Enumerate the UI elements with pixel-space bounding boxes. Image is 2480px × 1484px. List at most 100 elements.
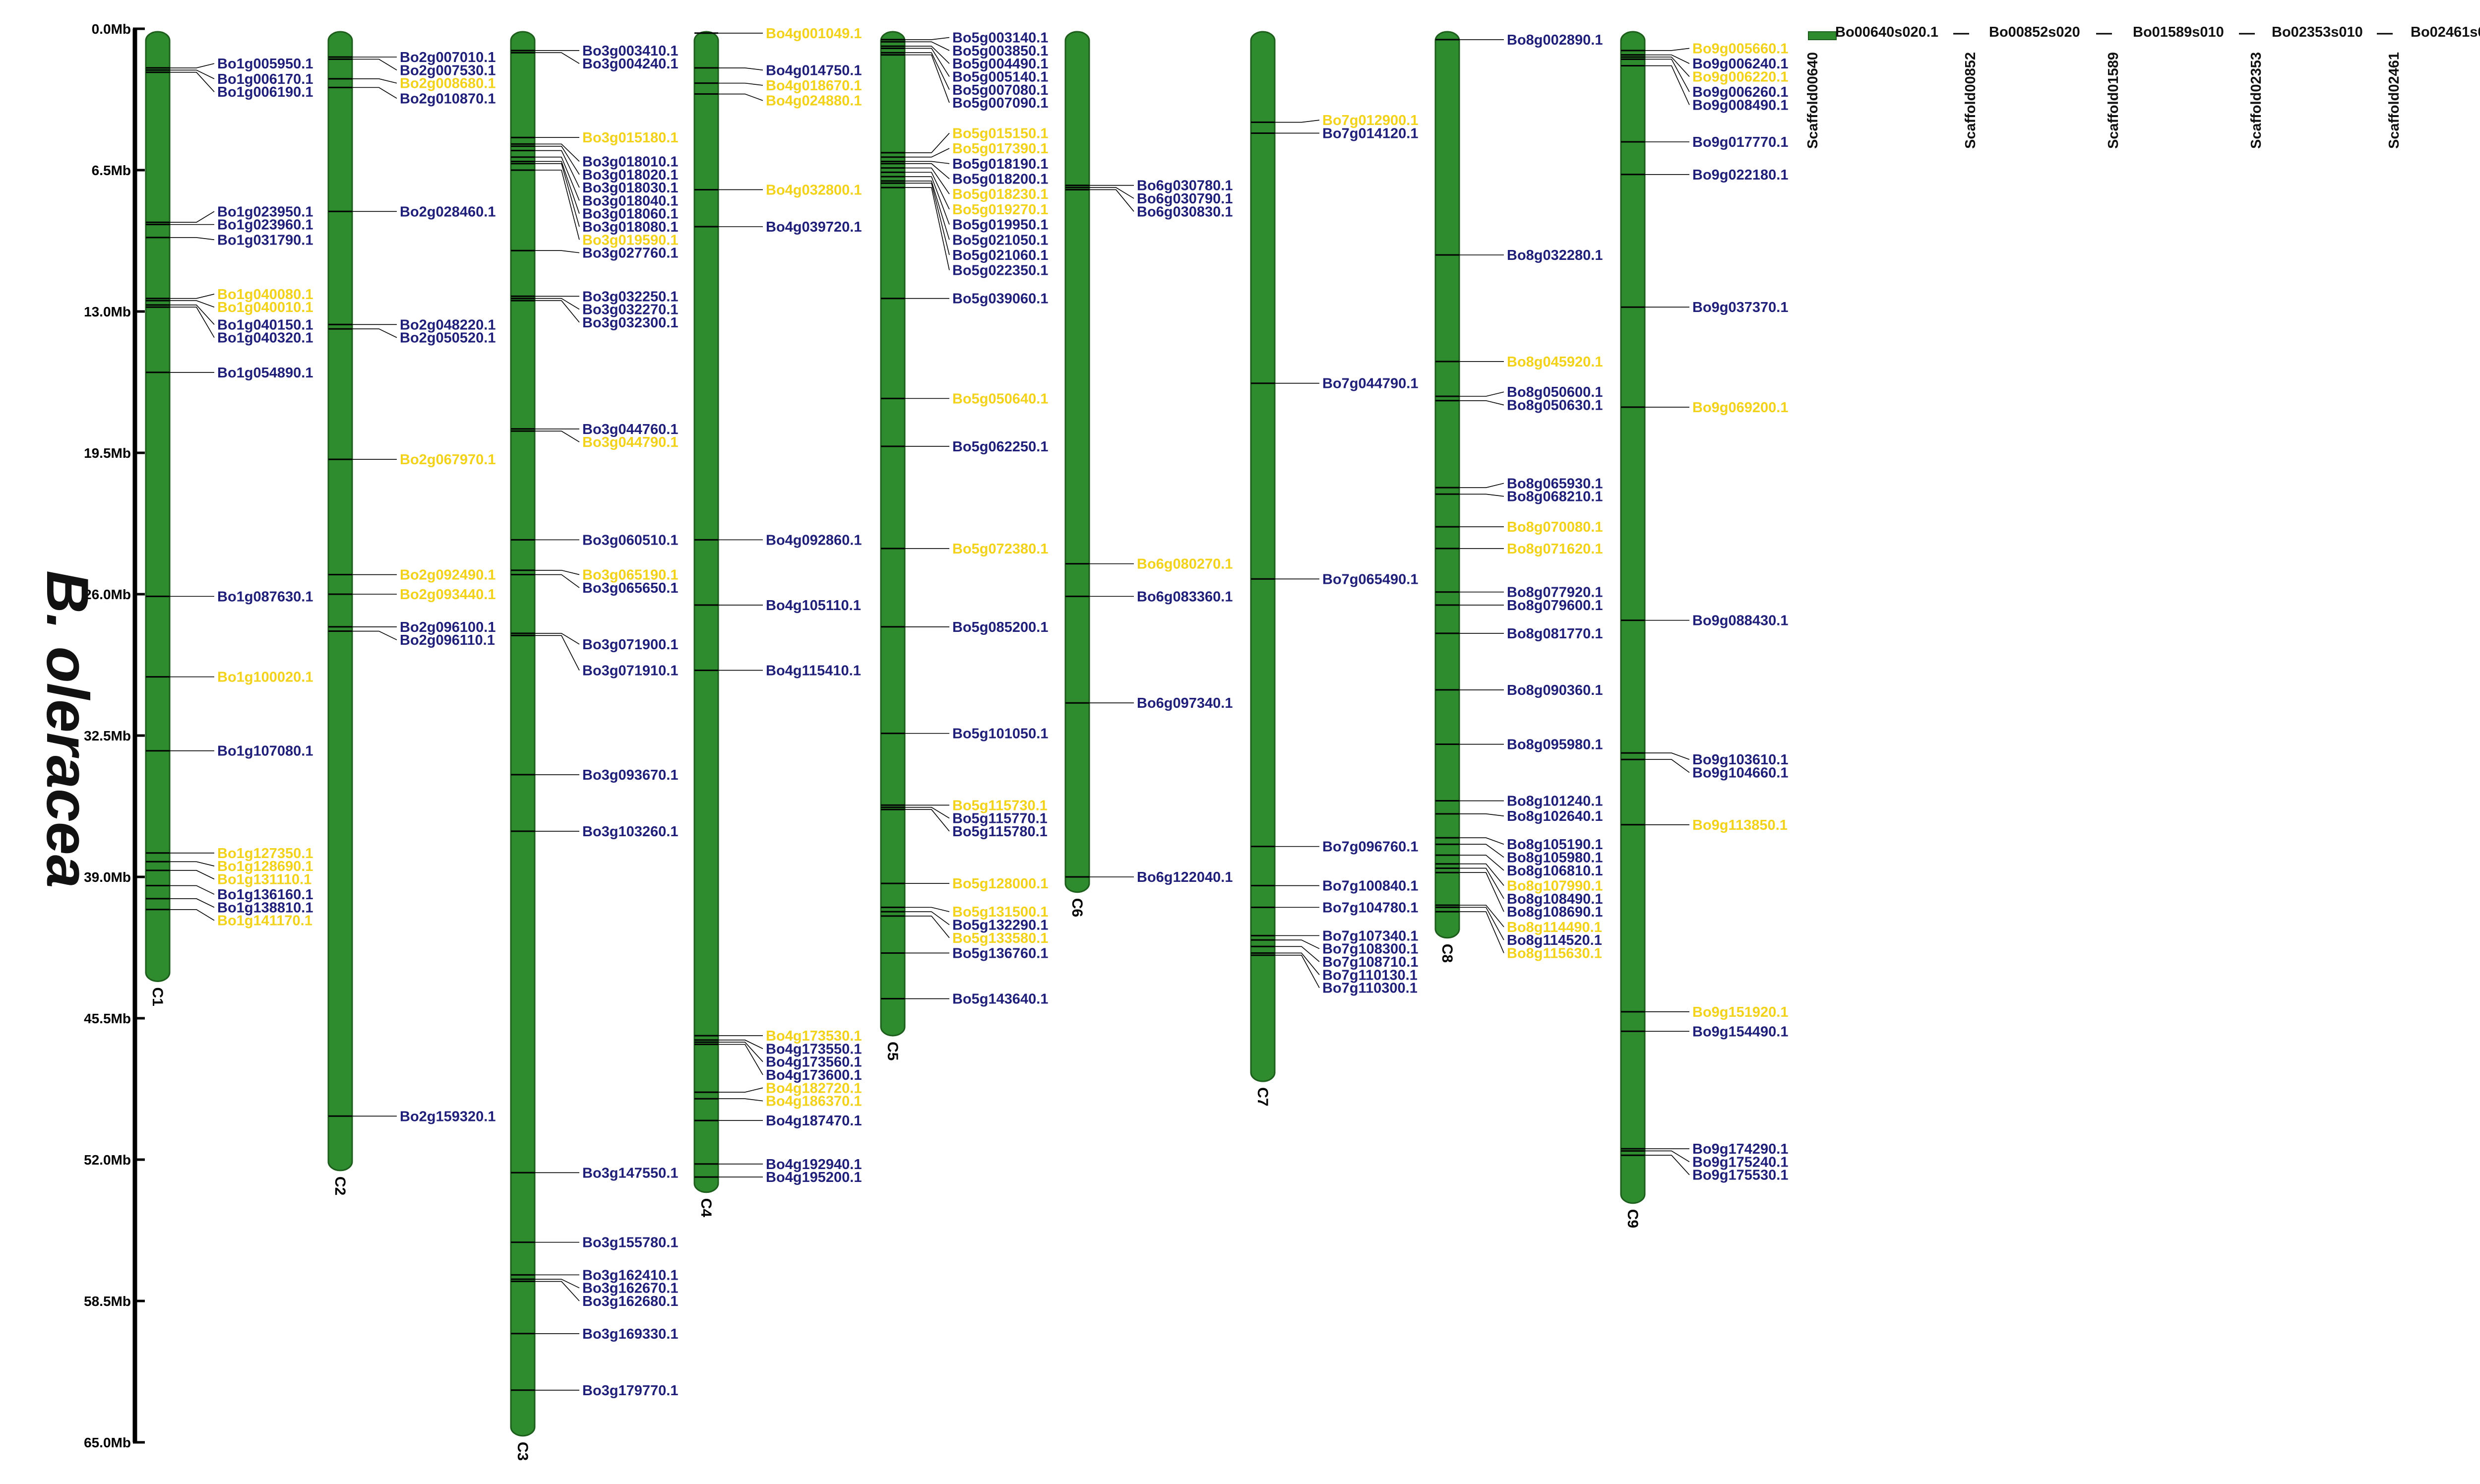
gene-connector	[535, 150, 580, 188]
gene-label: Bo3g018080.1	[582, 219, 678, 235]
gene-connector	[1459, 837, 1504, 845]
gene-connector	[1459, 867, 1504, 899]
gene-label: Bo3g032300.1	[582, 315, 678, 331]
gene-label: Bo3g015180.1	[582, 130, 678, 146]
gene-connector	[1645, 1155, 1690, 1175]
gene-label: Bo1g040150.1	[217, 317, 313, 333]
scaffold-name-label: Scaffold02461	[2386, 52, 2402, 149]
gene-label: Bo9g103610.1	[1692, 752, 1788, 768]
gene-connector	[905, 37, 950, 40]
gene-label: Bo7g044790.1	[1322, 376, 1418, 392]
chromosome-bar	[1250, 31, 1276, 1082]
gene-connector	[905, 187, 950, 270]
gene-connector	[1089, 189, 1134, 212]
gene-label: Bo9g174290.1	[1692, 1141, 1788, 1157]
gene-connector	[905, 172, 950, 210]
chromosome-c9: C9Bo9g005660.1Bo9g006240.1Bo9g006220.1Bo…	[1620, 31, 1788, 1228]
gene-label: Bo2g008680.1	[400, 76, 496, 92]
gene-label: Bo3g003410.1	[582, 43, 678, 59]
gene-connector	[352, 78, 397, 84]
gene-label: Bo4g173530.1	[766, 1028, 862, 1044]
gene-label: Bo3g162410.1	[582, 1267, 678, 1283]
gene-connector	[905, 176, 950, 225]
gene-label: Bo8g050600.1	[1507, 384, 1603, 400]
gene-label: Bo8g090360.1	[1507, 682, 1603, 698]
gene-label: Bo4g192940.1	[766, 1157, 862, 1173]
gene-label: Bo4g001049.1	[766, 26, 862, 42]
gene-label: Bo4g182720.1	[766, 1080, 862, 1096]
gene-connector	[905, 167, 950, 194]
gene-label: Bo7g108300.1	[1322, 941, 1418, 957]
gene-connector	[535, 156, 580, 201]
gene-label: Bo5g003850.1	[952, 43, 1048, 59]
gene-label: Bo4g173600.1	[766, 1067, 862, 1083]
gene-label: Bo3g169330.1	[582, 1326, 678, 1342]
gene-connector	[535, 1279, 580, 1289]
gene-label: Bo3g071910.1	[582, 663, 678, 679]
gene-label: Bo3g027760.1	[582, 246, 678, 261]
gene-label: Bo6g030830.1	[1137, 204, 1233, 220]
chromosome-bar	[1620, 31, 1646, 1204]
gene-connector	[1459, 844, 1504, 858]
gene-label: Bo9g175530.1	[1692, 1168, 1788, 1183]
scaffold-gene-label: Bo00852s020	[1989, 24, 2080, 40]
gene-label: Bo9g151920.1	[1692, 1004, 1788, 1020]
chromosome-label: C9	[1624, 1209, 1641, 1228]
gene-label: Bo3g071900.1	[582, 637, 678, 653]
chromosome-c3: C3Bo3g003410.1Bo3g004240.1Bo3g015180.1Bo…	[510, 31, 678, 1461]
gene-connector	[170, 898, 215, 908]
gene-label: Bo5g039060.1	[952, 291, 1048, 307]
chromosome-label: C5	[884, 1042, 901, 1060]
chromosome-c1: C1Bo1g005950.1Bo1g006170.1Bo1g006190.1Bo…	[145, 31, 313, 1006]
gene-label: Bo7g096760.1	[1322, 839, 1418, 855]
gene-label: Bo2g050520.1	[400, 330, 496, 346]
gene-connector	[170, 861, 215, 866]
gene-label: Bo8g050630.1	[1507, 398, 1603, 414]
scaffold-gene-label: Bo02461s010	[2411, 24, 2480, 40]
gene-connector	[1645, 48, 1690, 51]
gene-connector	[718, 67, 763, 71]
chromosome-c5: C5Bo5g003140.1Bo5g003850.1Bo5g004490.1Bo…	[880, 30, 1048, 1060]
chromosome-bar	[145, 31, 171, 982]
gene-connector	[1275, 955, 1320, 988]
gene-label: Bo8g108690.1	[1507, 904, 1603, 920]
axis-tick-label: 39.0Mb	[84, 869, 131, 885]
gene-label: Bo5g115770.1	[952, 811, 1048, 827]
gene-label: Bo8g070080.1	[1507, 519, 1603, 535]
gene-label: Bo5g021060.1	[952, 247, 1048, 263]
gene-connector	[170, 300, 215, 308]
gene-label: Bo4g105110.1	[766, 598, 861, 614]
gene-label: Bo4g115410.1	[766, 663, 861, 679]
gene-connector	[905, 163, 950, 180]
gene-connector	[170, 69, 215, 79]
gene-label: Bo9g008490.1	[1692, 97, 1788, 113]
gene-connector	[535, 170, 580, 240]
gene-connector	[905, 132, 950, 153]
gene-label: Bo4g039720.1	[766, 219, 862, 235]
gene-connector	[1459, 863, 1504, 886]
gene-label: Bo4g032800.1	[766, 182, 862, 198]
gene-label: Bo5g007090.1	[952, 95, 1048, 111]
gene-label: Bo8g105980.1	[1507, 850, 1603, 866]
gene-label: Bo1g040320.1	[217, 330, 313, 346]
gene-connector	[170, 71, 215, 92]
gene-label: Bo1g136160.1	[217, 887, 313, 903]
gene-label: Bo3g162680.1	[582, 1294, 678, 1309]
gene-connector	[905, 52, 950, 90]
gene-label: Bo3g018060.1	[582, 206, 678, 222]
chromosome-bar	[1434, 31, 1460, 939]
gene-label: Bo8g108490.1	[1507, 891, 1603, 907]
chromosome-c6: C6Bo6g030780.1Bo6g030790.1Bo6g030830.1Bo…	[1064, 31, 1233, 917]
gene-label: Bo7g108710.1	[1322, 954, 1418, 970]
gene-connector	[535, 52, 580, 64]
gene-label: Bo5g005140.1	[952, 69, 1048, 85]
gene-label: Bo2g010870.1	[400, 91, 496, 107]
gene-connector	[1645, 65, 1690, 105]
gene-label: Bo8g114520.1	[1507, 932, 1602, 948]
gene-label: Bo2g096110.1	[400, 632, 495, 648]
scaffold-gene-label: Bo02353s010	[2272, 24, 2363, 40]
gene-label: Bo3g018040.1	[582, 193, 678, 209]
gene-label: Bo2g007530.1	[400, 62, 496, 78]
